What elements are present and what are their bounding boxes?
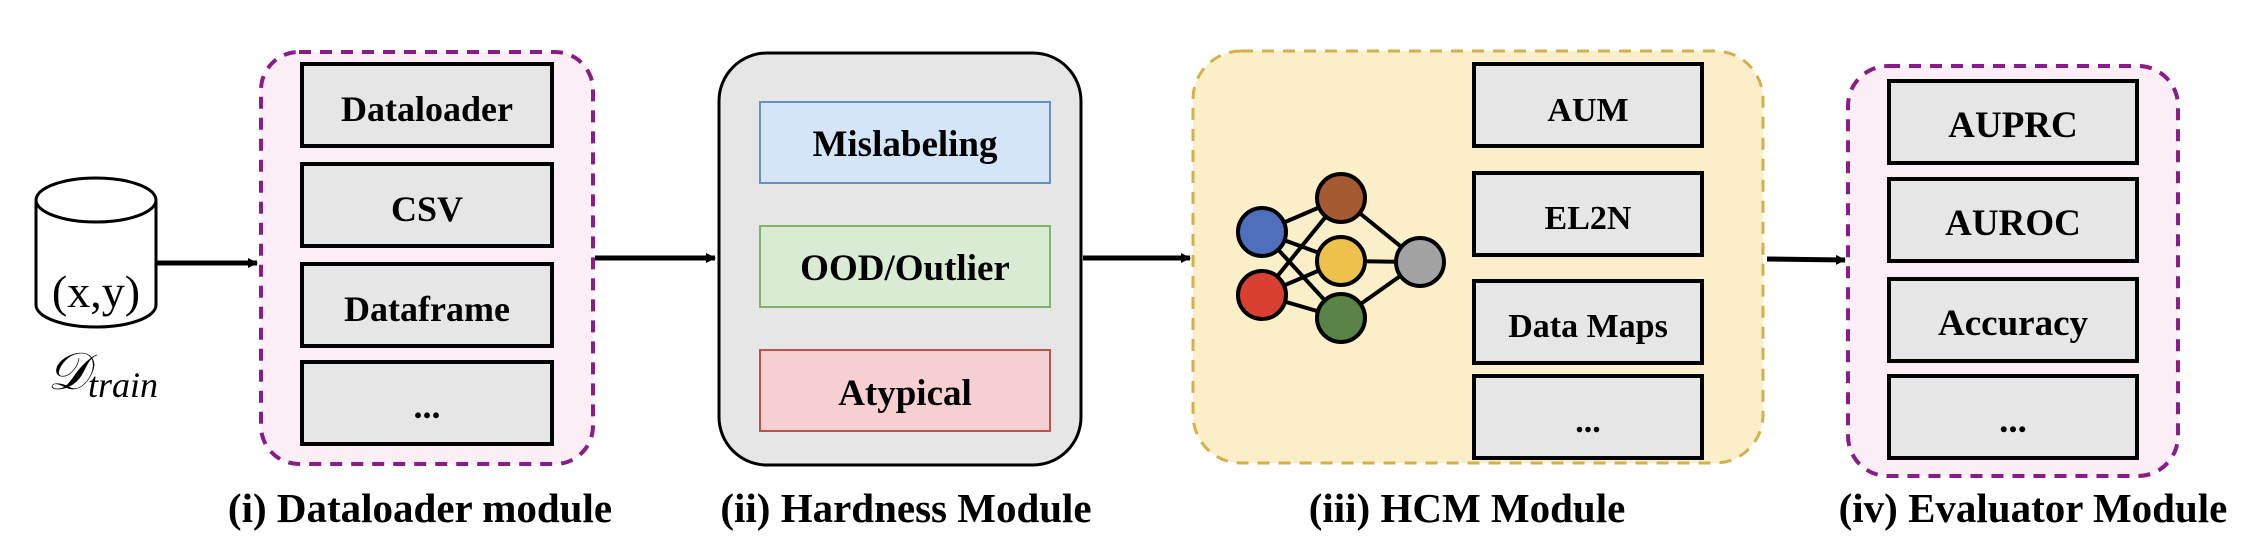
dataset-subscript: train: [88, 365, 158, 405]
arrow-hcm-to-evaluator: [1766, 254, 1846, 265]
svg-text:Dataloader: Dataloader: [341, 89, 513, 129]
hcm-more-item: ...: [1472, 374, 1704, 460]
database-cylinder-icon: [34, 176, 158, 329]
input-node-blue: [1236, 206, 1288, 258]
accuracy-item: Accuracy: [1887, 277, 2139, 363]
svg-text:EL2N: EL2N: [1545, 200, 1632, 237]
svg-text:AUM: AUM: [1547, 92, 1628, 129]
output-node-gray: [1394, 236, 1446, 288]
source-label: (x,y): [52, 266, 140, 317]
svg-text:OOD/Outlier: OOD/Outlier: [800, 248, 1010, 289]
dataloader-module-title: (i) Dataloader module: [227, 485, 613, 531]
svg-text:AUROC: AUROC: [1945, 203, 2081, 244]
hcm-module-title: (iii) HCM Module: [1308, 485, 1626, 531]
input-node-red: [1236, 269, 1288, 321]
ood-outlier-item: OOD/Outlier: [759, 225, 1051, 308]
hardness-module-title: (ii) Hardness Module: [720, 485, 1092, 531]
auprc-item: AUPRC: [1887, 79, 2139, 165]
svg-text:Dataframe: Dataframe: [344, 289, 510, 329]
evaluator-more-item: ...: [1887, 374, 2139, 460]
auroc-item: AUROC: [1887, 177, 2139, 263]
atypical-item: Atypical: [759, 349, 1051, 432]
dataframe-item: Dataframe: [300, 262, 554, 348]
svg-text:...: ...: [1575, 403, 1601, 440]
csv-item: CSV: [300, 162, 554, 248]
neural-network-icon: [1236, 172, 1446, 344]
hidden-node-brown: [1315, 172, 1367, 224]
svg-text:AUPRC: AUPRC: [1948, 105, 2077, 146]
el2n-item: EL2N: [1472, 171, 1704, 257]
evaluator-module-container: [1846, 64, 2180, 478]
svg-text:Accuracy: Accuracy: [1938, 303, 2088, 344]
dataloader-item: Dataloader: [300, 62, 554, 148]
svg-text:Atypical: Atypical: [838, 373, 972, 414]
data-maps-item: Data Maps: [1472, 279, 1704, 365]
svg-text:Mislabeling: Mislabeling: [812, 124, 998, 165]
svg-text:CSV: CSV: [391, 189, 463, 229]
dataloader-more-item: ...: [300, 360, 554, 446]
svg-text:...: ...: [414, 386, 441, 426]
hidden-node-green: [1315, 292, 1367, 344]
aum-item: AUM: [1472, 62, 1704, 148]
svg-text:Data Maps: Data Maps: [1508, 308, 1668, 345]
hidden-node-yellow: [1315, 235, 1367, 287]
svg-text:...: ...: [1999, 400, 2027, 441]
mislabeling-item: Mislabeling: [759, 101, 1051, 184]
evaluator-module-title: (iv) Evaluator Module: [1838, 485, 2228, 531]
